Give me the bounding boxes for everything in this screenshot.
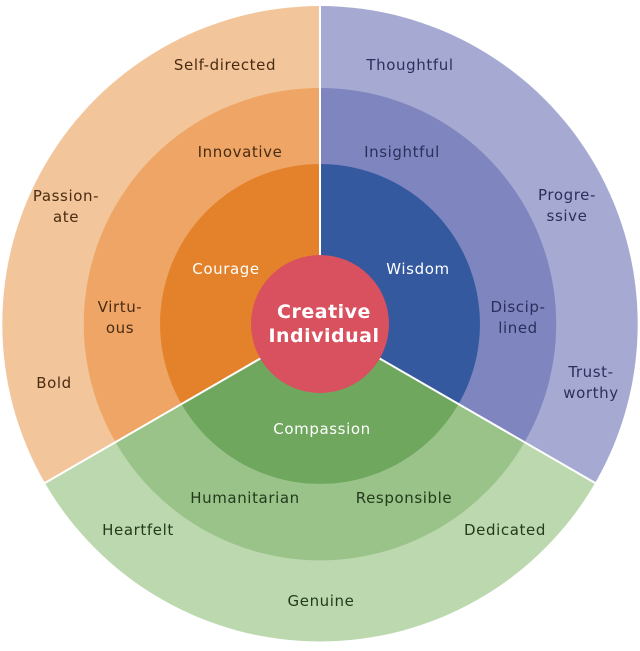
outer-label-trustworthy-line-2: worthy [563, 384, 618, 402]
outer-label-trustworthy-line-1: Trust- [567, 363, 613, 381]
outer-label-passionate: Passion-ate [33, 187, 99, 226]
outer-label-progressive: Progre-ssive [538, 186, 596, 225]
middle-label-disciplined-line-1: Discip- [490, 298, 545, 316]
core-compassion-sector [181, 324, 459, 484]
middle-label-insightful-line-1: Insightful [364, 143, 440, 161]
middle-label-disciplined-line-2: lined [498, 319, 538, 337]
outer-label-trustworthy: Trust-worthy [563, 363, 618, 402]
outer-label-dedicated-line-1: Dedicated [464, 521, 546, 539]
outer-label-bold: Bold [36, 374, 72, 392]
core-label-wisdom: Wisdom [386, 260, 449, 278]
outer-label-thoughtful-line-1: Thoughtful [365, 56, 453, 74]
outer-label-self-directed: Self-directed [174, 56, 276, 74]
outer-label-passionate-line-2: ate [53, 208, 79, 226]
outer-label-bold-line-1: Bold [36, 374, 72, 392]
outer-label-genuine: Genuine [288, 592, 355, 610]
middle-label-innovative-line-1: Innovative [198, 143, 283, 161]
center-title-line-1: Creative [277, 301, 371, 323]
middle-label-disciplined: Discip-lined [490, 298, 545, 337]
outer-label-heartfelt: Heartfelt [102, 521, 174, 539]
outer-label-self-directed-line-1: Self-directed [174, 56, 276, 74]
middle-label-humanitarian: Humanitarian [190, 489, 300, 507]
outer-label-thoughtful: Thoughtful [365, 56, 453, 74]
outer-label-genuine-line-1: Genuine [288, 592, 355, 610]
middle-label-innovative: Innovative [198, 143, 283, 161]
middle-label-insightful: Insightful [364, 143, 440, 161]
middle-label-virtuous-line-2: ous [106, 319, 134, 337]
middle-label-virtuous-line-1: Virtu- [98, 298, 143, 316]
middle-label-responsible: Responsible [356, 489, 453, 507]
outer-label-heartfelt-line-1: Heartfelt [102, 521, 174, 539]
center-circle [251, 255, 389, 393]
center-title-line-2: Individual [268, 325, 379, 347]
middle-label-virtuous: Virtu-ous [98, 298, 143, 337]
middle-label-humanitarian-line-1: Humanitarian [190, 489, 300, 507]
outer-label-passionate-line-1: Passion- [33, 187, 99, 205]
core-label-compassion: Compassion [273, 420, 370, 438]
core-label-courage: Courage [192, 260, 259, 278]
outer-label-progressive-line-1: Progre- [538, 186, 596, 204]
outer-label-dedicated: Dedicated [464, 521, 546, 539]
middle-label-responsible-line-1: Responsible [356, 489, 453, 507]
outer-label-progressive-line-2: ssive [547, 207, 588, 225]
